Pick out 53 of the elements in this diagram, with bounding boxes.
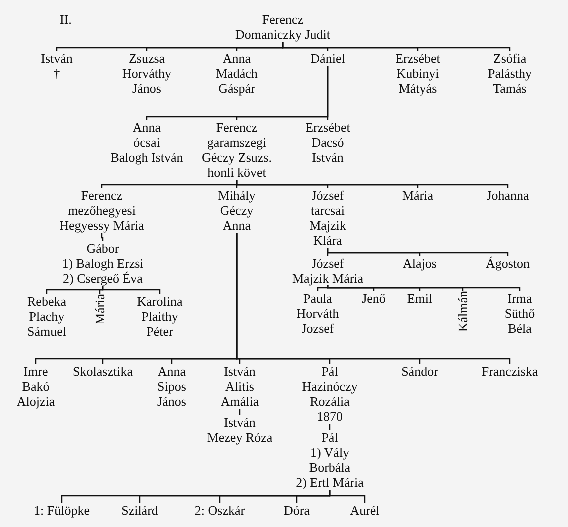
name-entry: Dóra [284, 503, 310, 518]
name-entry: Jenő [362, 291, 386, 306]
section-number: II. [60, 12, 72, 27]
name-entry: Rebeka Plachy Sámuel [28, 294, 66, 339]
name-entry: József tarcsai Majzik Klára [310, 188, 346, 248]
name-entry: Pál 1) Vály Borbála 2) Ertl Mária [296, 430, 364, 490]
name-entry: Sándor [402, 364, 438, 379]
name-entry: István † [41, 51, 73, 81]
name-entry: Dániel [310, 51, 346, 66]
name-entry: Francziska [482, 364, 538, 379]
name-entry: Ferencz Domaniczky Judit [236, 12, 330, 42]
family-brace [327, 248, 509, 256]
name-entry: Aurél [350, 503, 380, 518]
family-brace [329, 423, 331, 430]
name-entry: Johanna [486, 188, 530, 203]
name-entry: Anna Sipos János [158, 364, 186, 409]
name-entry: József Majzik Mária [292, 256, 364, 286]
name-entry: Alajos [403, 256, 437, 271]
name-entry: Irma Süthő Béla [504, 291, 536, 336]
name-entry: Karolina Plaithy Péter [137, 294, 183, 339]
family-brace [236, 180, 509, 188]
family-brace [282, 42, 511, 51]
family-brace [102, 286, 161, 294]
name-entry: Mária [402, 188, 434, 203]
name-entry: István Alitis Amália [220, 364, 260, 409]
name-entry: Zsófia Palásthy Tamás [488, 51, 532, 96]
name-entry: Szilárd [122, 503, 158, 518]
family-brace [329, 490, 366, 503]
family-brace [239, 409, 241, 415]
name-entry: Gábor 1) Balogh Erzsi 2) Csergeő Éva [62, 241, 144, 286]
name-entry: Pál Hazinóczy Rozália 1870 [302, 364, 358, 424]
name-entry: Emil [407, 291, 433, 306]
name-entry: Zsuzsa Horváthy János [122, 51, 172, 96]
name-entry: Skolasztika [73, 364, 133, 379]
name-entry: Anna ócsai Balogh István [110, 120, 184, 165]
family-brace [327, 284, 521, 291]
name-entry: Anna Madách Gáspár [216, 51, 258, 96]
name-entry: Erzsébet Kubinyi Mátyás [396, 51, 440, 96]
name-entry: Erzsébet Dacsó István [306, 120, 350, 165]
family-brace [101, 233, 104, 241]
name-entry: Ferencz mezőhegyesi Hegyessy Mária [60, 188, 144, 233]
name-entry: 1: Fülöpke [34, 503, 90, 518]
name-entry: 2: Oszkár [194, 503, 246, 518]
name-entry: Imre Bakó Alojzia [16, 364, 56, 409]
name-entry: Ferencz garamszegi Géczy Zsuzs. honli követ [202, 120, 272, 180]
name-entry: Mihály Géczy Anna [218, 188, 256, 233]
name-entry: István Mezey Róza [207, 415, 273, 445]
name-entry: Paula Horváth Jozsef [296, 291, 340, 336]
family-brace [236, 233, 511, 364]
name-entry: Kálmán [456, 291, 470, 332]
name-entry: Mária [92, 294, 108, 326]
name-entry: Ágoston [486, 256, 530, 271]
family-brace [327, 66, 329, 120]
